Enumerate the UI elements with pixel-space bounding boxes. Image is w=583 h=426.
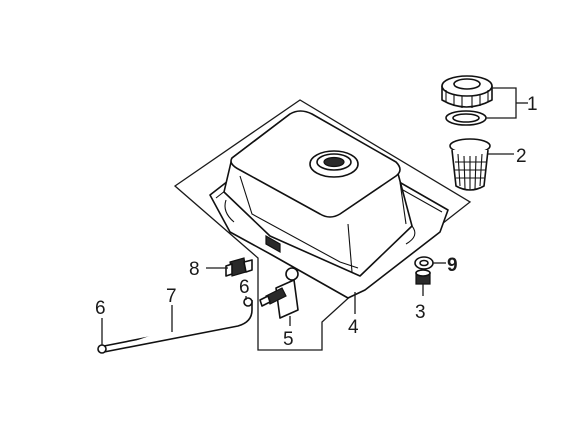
hose-clip-right [243,297,253,307]
assembly-outline [173,99,472,351]
callout-2: 2 [516,146,527,167]
callout-6-right: 6 [239,277,250,298]
fuel-hose [103,300,253,353]
fuel-tank [209,110,449,299]
hose-fitting [225,257,253,277]
bolt [415,269,431,285]
washer [414,256,434,270]
callout-5: 5 [283,329,294,350]
callout-1: 1 [527,94,538,115]
callout-3: 3 [415,302,426,323]
cap-gasket [445,110,487,126]
fuel-strainer [449,138,491,191]
callout-7: 7 [166,286,177,307]
fuel-valve [259,267,299,319]
leader-lines [101,87,528,345]
fuel-cap [441,75,493,108]
callout-8: 8 [189,259,200,280]
callout-4: 4 [348,317,359,338]
callout-9: 9 [447,255,458,276]
callout-6-left: 6 [95,298,106,319]
hose-clip-left [97,344,107,354]
